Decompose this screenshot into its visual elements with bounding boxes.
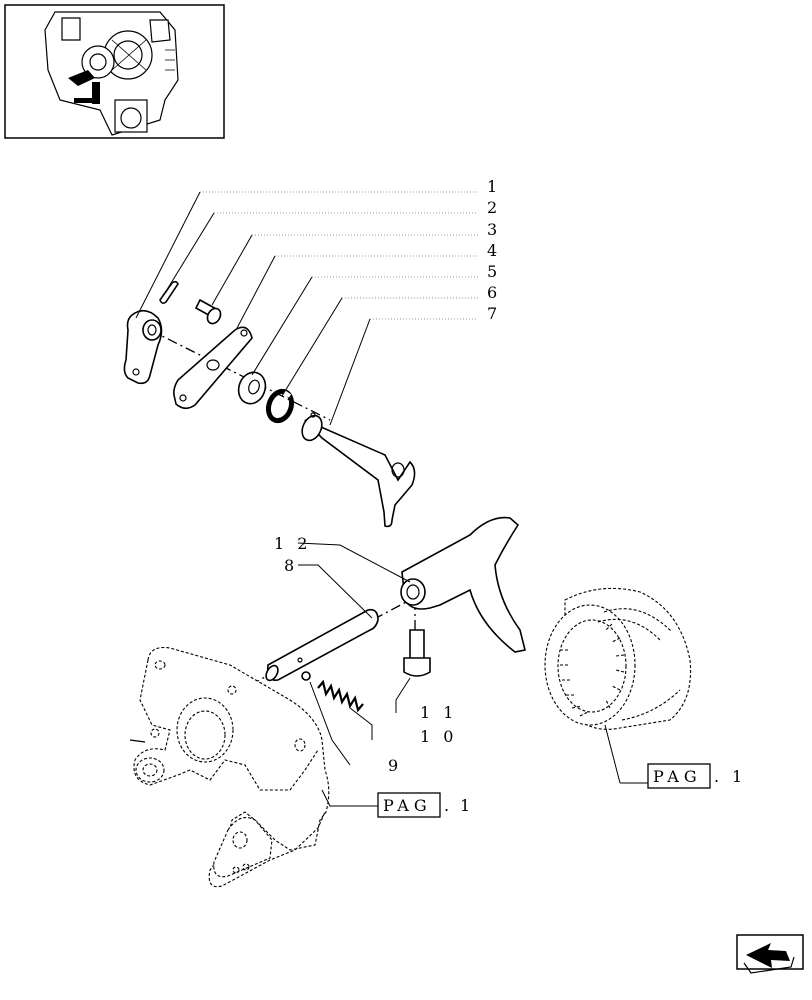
callout-11: 1 1 [420,703,457,722]
part-10-detent-spring [317,679,364,713]
coupling-sleeve-reference [544,587,692,730]
gearbox-location-thumbnail[interactable] [4,4,225,139]
part-4-plate [173,326,253,410]
part-9-detent-ball [301,671,311,681]
callout-9: 9 [388,756,402,775]
part-7-shift-shaft [301,412,416,528]
next-page-arrow-icon[interactable] [736,934,804,974]
callout-8: 8 [284,556,298,575]
callout-10: 1 0 [420,727,457,746]
page-reference-sleeve[interactable]: PAG . 1 [620,763,746,789]
callout-12: 1 2 [274,534,311,553]
page-ref-dot: . [714,767,723,786]
page-reference-housing[interactable]: PAG . 1 [377,792,474,818]
part-3-bolt [194,298,222,325]
callout-6: 6 [487,283,501,302]
callout-4: 4 [487,241,501,260]
part-2-roll-pin [159,280,179,304]
part-1-shift-lever [123,309,163,385]
callout-5: 5 [487,262,501,281]
part-8-shift-rod [265,608,379,682]
callout-3: 3 [487,220,501,239]
callout-7: 7 [487,304,501,323]
page-ref-dot: . [444,796,453,815]
callout-labels: 1 2 3 4 5 6 7 8 9 1 0 1 1 1 2 [274,177,501,775]
callout-2: 2 [487,198,501,217]
part-12-shift-fork [400,516,526,653]
transmission-housing-reference [129,646,330,888]
upper-shift-assembly [123,280,416,528]
page-ref-number: 1 [460,796,474,815]
leader-lines [135,191,621,807]
callout-1: 1 [487,177,501,196]
page-ref-number: 1 [732,767,746,786]
page-ref-word: PAG [653,767,702,786]
part-5-washer [237,371,267,405]
page-ref-word: PAG [383,796,432,815]
part-6-snap-ring [265,388,295,424]
part-11-fork-bolt [403,629,431,677]
fork-assembly [249,516,526,713]
